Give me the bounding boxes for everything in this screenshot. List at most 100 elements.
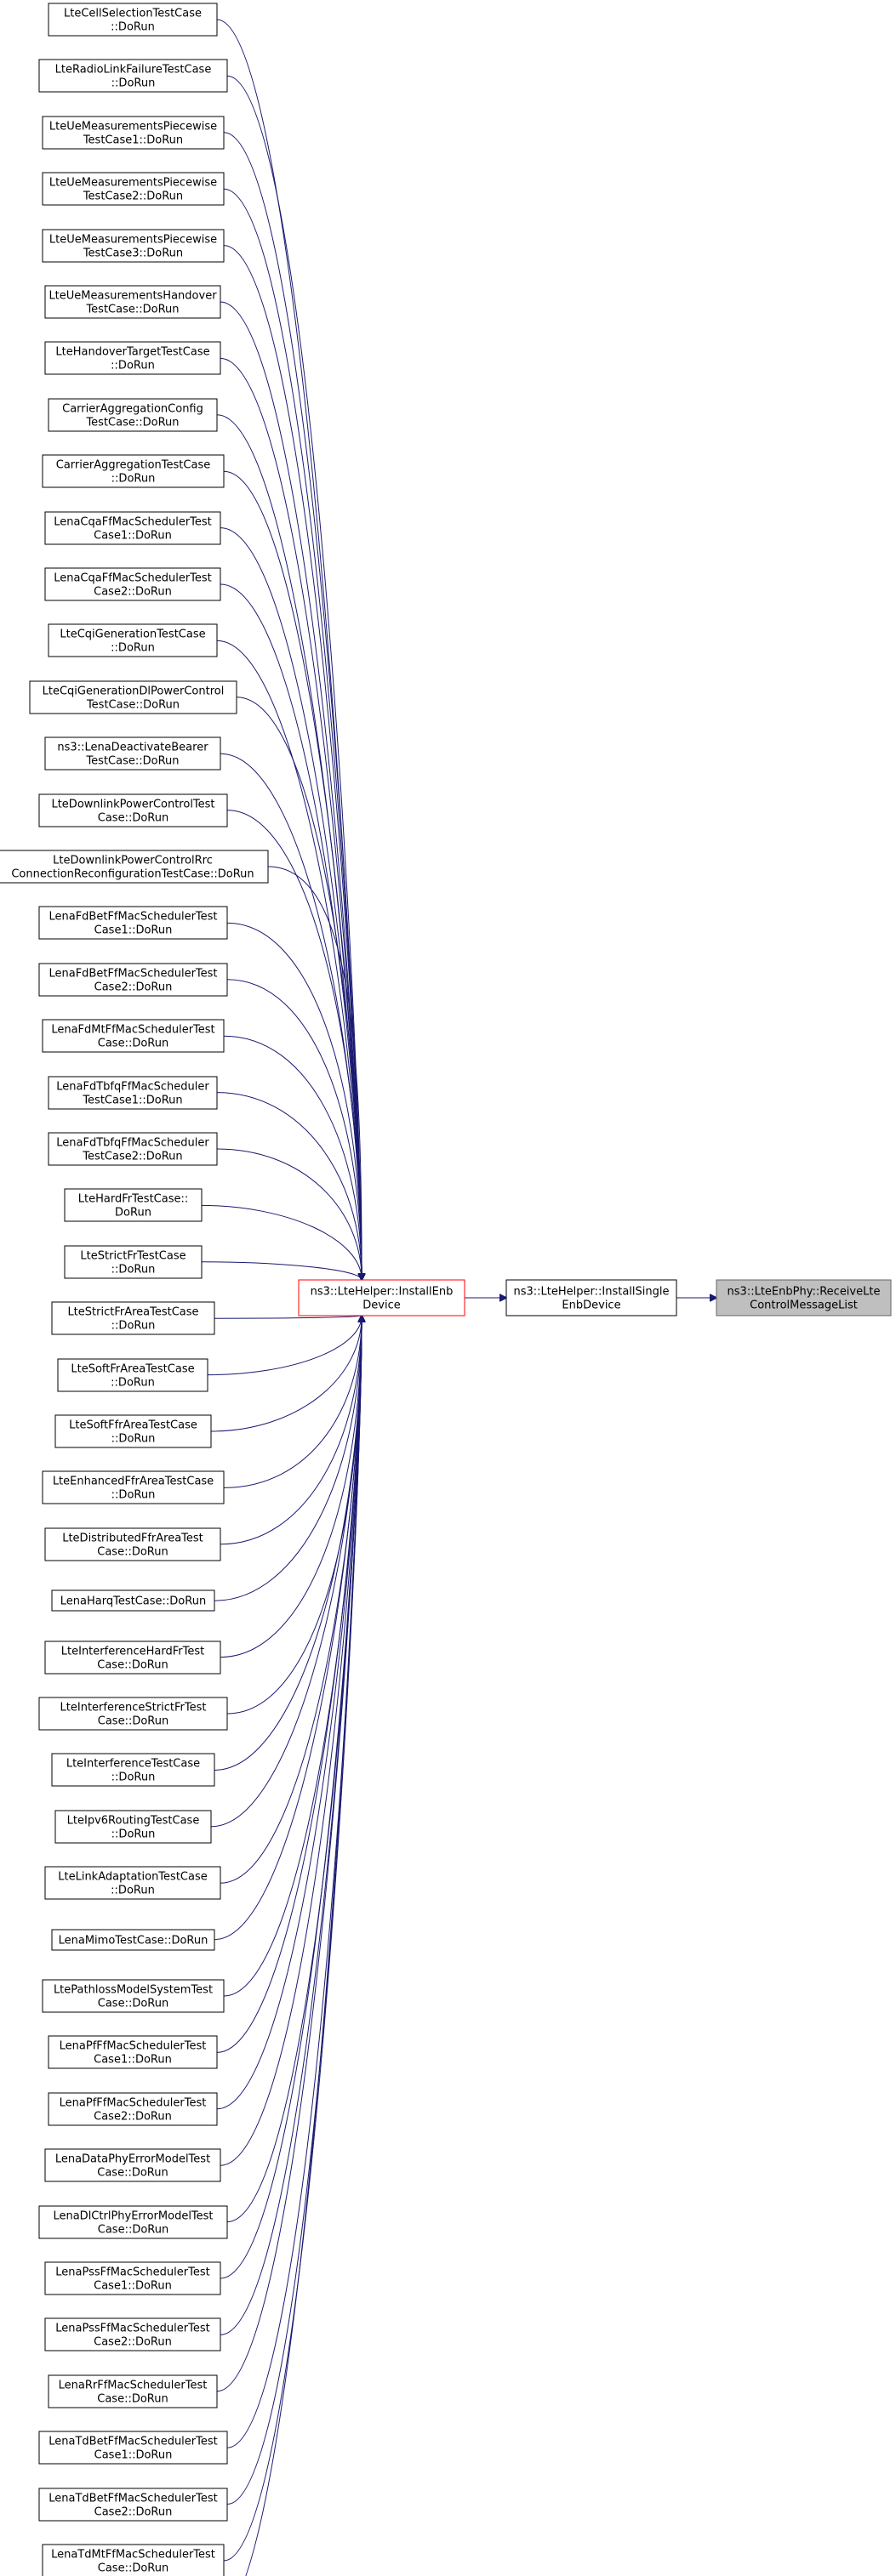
middle-install-single-enb-device-label-line-2: EnbDevice [562,1299,620,1312]
caller-ltesoftfrareatestcase-dorun[interactable]: LteSoftFrAreaTestCase::DoRun [57,1358,208,1392]
caller-lteuemeasurementspiecewisetestcase2-dorun-label-line-1: LteUeMeasurementsPiecewise [49,177,217,190]
edge-caller-ltehardfrtestcase-dorun-to-hub [201,1204,362,1280]
caller-lteuemeasurementspiecewisetestcase3-dorun-box [42,229,225,263]
caller-lenatdmtffmacschedulertestcase-dorun-label-line-1: LenaTdMtFfMacSchedulerTest [51,2549,215,2562]
caller-lenadlctrlphyerrormodeltestcase-dorun-box [38,2205,228,2239]
caller-lenadlctrlphyerrormodeltestcase-dorun-label-line-2: Case::DoRun [98,2224,168,2237]
caller-ltecellselectiontestcase-dorun-label-line-2: ::DoRun [111,21,155,34]
caller-lteinterferencetestcase-dorun-label-line-2: ::DoRun [111,1771,156,1784]
caller-ltestrictfrareatestcase-dorun-label-line-1: LteStrictFrAreaTestCase [67,1306,198,1319]
caller-lteuemeasurementspiecewisetestcase1-dorun-box [42,116,225,150]
caller-ltestrictfrtestcase-dorun-label-line-2: ::DoRun [111,1264,156,1277]
caller-ltehardfrtestcase-dorun-label-line-2: DoRun [115,1207,151,1220]
caller-lteuemeasurementshandovertestcase-dorun-label-line-2: TestCase::DoRun [85,304,179,316]
caller-lteuemeasurementspiecewisetestcase3-dorun[interactable]: LteUeMeasurementsPiecewiseTestCase3::DoR… [42,229,225,263]
edge-caller-lenafdtbfqffmacschedulertestcase1-dorun-to-hub [216,1092,362,1280]
caller-ltepathlossmodelsystemtestcase-dorun-label-line-2: Case::DoRun [98,1998,168,2010]
caller-lenacqaffmacschedulertestcase1-dorun-box [44,511,221,545]
caller-lteinterferencestrictfrtestcase-dorun-label-line-2: Case::DoRun [98,1715,168,1728]
caller-ltecqigenerationdlpowercontroltestcase-dorun-label-line-1: LteCqiGenerationDlPowerControl [43,685,225,698]
caller-lenarrffmacschedulertestcase-dorun-box [48,2374,218,2408]
caller-lenamimotestcase-dorun[interactable]: LenaMimoTestCase::DoRun [51,1929,215,1951]
caller-ltehandovertargettestcase-dorun-label-line-1: LteHandoverTargetTestCase [55,346,209,359]
caller-lteradiolinkfailuretestcase-dorun[interactable]: LteRadioLinkFailureTestCase::DoRun [38,59,228,93]
caller-ltecqigenerationdlpowercontroltestcase-dorun-label-line-2: TestCase::DoRun [86,699,180,712]
caller-lteenhancedffrareatestcase-dorun-box [42,1470,225,1504]
caller-lteinterferencestrictfrtestcase-dorun-box [38,1697,228,1731]
caller-lteenhancedffrareatestcase-dorun-label-line-1: LteEnhancedFfrAreaTestCase [53,1476,214,1488]
caller-ltehardfrtestcase-dorun[interactable]: LteHardFrTestCase::DoRun [64,1188,203,1222]
caller-lenacqaffmacschedulertestcase2-dorun-label-line-1: LenaCqaFfMacSchedulerTest [54,572,212,585]
caller-lenafdbetffmacschedulertestcase2-dorun-box [38,963,228,997]
caller-lenaharqtestcase-dorun[interactable]: LenaHarqTestCase::DoRun [51,1589,215,1612]
caller-ltedownlinkpowercontrolrrcconnectionreconfigurationtestcase-dorun[interactable]: LteDownlinkPowerControlRrcConnectionReco… [0,850,269,884]
caller-ltecqigenerationtestcase-dorun[interactable]: LteCqiGenerationTestCase::DoRun [48,623,218,657]
edge-caller-ltesoftfrareatestcase-dorun-to-hub [207,1316,362,1376]
caller-lenafdtbfqffmacschedulertestcase1-dorun-label-line-2: TestCase1::DoRun [82,1095,182,1107]
caller-lteuemeasurementspiecewisetestcase3-dorun-label-line-2: TestCase3::DoRun [83,247,183,260]
edge-caller-lenatdbetffmacschedulertestcase2-dorun-to-hub [226,1316,362,2505]
caller-ltesoftffrareatestcase-dorun-label-line-1: LteSoftFfrAreaTestCase [69,1419,197,1432]
caller-lteenhancedffrareatestcase-dorun[interactable]: LteEnhancedFfrAreaTestCase::DoRun [42,1470,225,1504]
edge-caller-lenamimotestcase-dorun-to-hub [214,1316,362,1941]
caller-ltecellselectiontestcase-dorun[interactable]: LteCellSelectionTestCase::DoRun [48,3,218,37]
hub-install-enb-device-box [298,1279,465,1316]
caller-lenafdbetffmacschedulertestcase1-dorun-box [38,906,228,940]
hub-install-enb-device-label-line-2: Device [362,1299,400,1312]
caller-ltehandovertargettestcase-dorun[interactable]: LteHandoverTargetTestCase::DoRun [44,341,221,375]
caller-lteipv6routingtestcase-dorun[interactable]: LteIpv6RoutingTestCase::DoRun [54,1810,212,1844]
function-nodes: LteCellSelectionTestCase::DoRunLteRadioL… [0,3,892,2576]
caller-carrieraggregationconfigtestcase-dorun-label-line-1: CarrierAggregationConfig [62,403,203,416]
caller-lteinterferencetestcase-dorun[interactable]: LteInterferenceTestCase::DoRun [51,1753,215,1787]
target-receive-lte-control-message-list-box [716,1279,892,1316]
target-receive-lte-control-message-list[interactable]: ns3::LteEnbPhy::ReceiveLteControlMessage… [716,1279,892,1316]
caller-lenafdmtffmacschedulertestcase-dorun-label-line-2: Case::DoRun [98,1038,168,1050]
caller-carrieraggregationtestcase-dorun[interactable]: CarrierAggregationTestCase::DoRun [42,454,225,488]
caller-ltestrictfrtestcase-dorun[interactable]: LteStrictFrTestCase::DoRun [64,1245,203,1279]
edge-caller-lenatdmtffmacschedulertestcase-dorun-to-hub [223,1316,362,2562]
caller-ltelinkadaptationtestcase-dorun[interactable]: LteLinkAdaptationTestCase::DoRun [44,1866,221,1900]
caller-lteinterferencehardfrtestcase-dorun-label-line-2: Case::DoRun [97,1659,168,1672]
caller-lteuemeasurementspiecewisetestcase2-dorun[interactable]: LteUeMeasurementsPiecewiseTestCase2::DoR… [42,172,225,206]
caller-lteenhancedffrareatestcase-dorun-label-line-2: ::DoRun [111,1489,156,1502]
caller-lteuemeasurementspiecewisetestcase1-dorun[interactable]: LteUeMeasurementsPiecewiseTestCase1::DoR… [42,116,225,150]
caller-lenapfffmacschedulertestcase2-dorun-box [48,2092,218,2126]
caller-lenacqaffmacschedulertestcase2-dorun-label-line-2: Case2::DoRun [94,586,172,599]
caller-ltestrictfrareatestcase-dorun[interactable]: LteStrictFrAreaTestCase::DoRun [51,1301,215,1335]
caller-ltesoftffrareatestcase-dorun[interactable]: LteSoftFfrAreaTestCase::DoRun [54,1414,212,1448]
caller-ns3-lenadeactivatebearertestcase-dorun-box [44,736,221,771]
caller-lenatdmtffmacschedulertestcase-dorun-box [42,2544,225,2576]
caller-lenatdbetffmacschedulertestcase2-dorun-box [38,2488,228,2522]
caller-ltecqigenerationdlpowercontroltestcase-dorun[interactable]: LteCqiGenerationDlPowerControlTestCase::… [29,680,237,714]
caller-ltehardfrtestcase-dorun-label-line-1: LteHardFrTestCase:: [78,1193,189,1206]
edge-caller-lteenhancedffrareatestcase-dorun-to-hub [223,1316,362,1488]
caller-ltehardfrtestcase-dorun-box [64,1188,203,1222]
